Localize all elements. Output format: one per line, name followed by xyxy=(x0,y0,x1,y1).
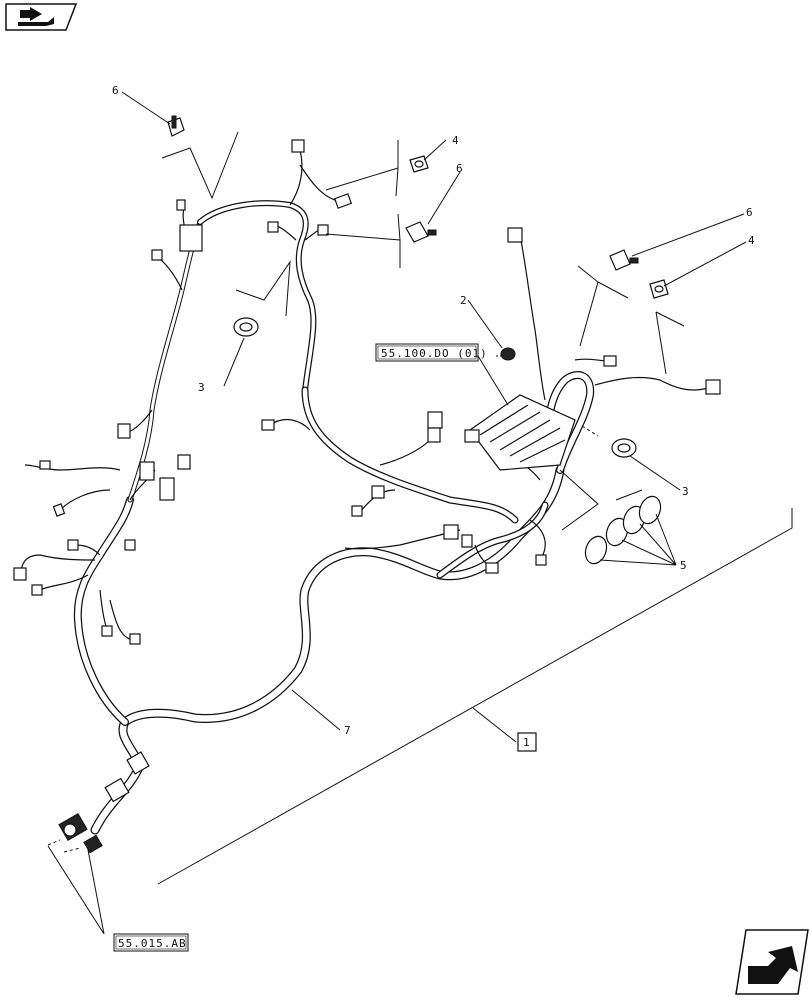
callout-3-left: 3 xyxy=(198,381,205,394)
callout-2: 2 xyxy=(460,294,467,307)
grommet-right xyxy=(611,438,637,458)
fuse-box xyxy=(464,394,576,471)
reference-55-100-do[interactable]: 55.100.DO (01) xyxy=(375,343,488,362)
callout-6-top: 6 xyxy=(112,84,119,97)
callout-labels: 6 3 4 6 2 6 4 3 5 7 1 xyxy=(112,84,755,752)
callout-6-middle: 6 xyxy=(456,162,463,175)
assembly-bracket-1 xyxy=(157,508,793,885)
callout-6-right: 6 xyxy=(746,206,753,219)
harness-connectors xyxy=(13,139,721,854)
clip-6-right xyxy=(609,249,639,271)
callout-5: 5 xyxy=(680,559,687,572)
reference-label-top: 55.100.DO (01) xyxy=(381,347,488,360)
explode-lines xyxy=(47,131,685,853)
cable-ties-5 xyxy=(584,495,662,565)
main-harness-trunk xyxy=(73,200,595,835)
main-end-connector xyxy=(58,751,150,854)
callout-leaders xyxy=(47,91,747,935)
grommet-2 xyxy=(500,347,516,361)
callout-7: 7 xyxy=(344,724,351,737)
next-page-arrow-icon[interactable] xyxy=(735,929,809,995)
callout-1-box xyxy=(517,732,537,752)
callout-3-right: 3 xyxy=(682,485,689,498)
callout-1: 1 xyxy=(523,736,530,749)
book-arrow-icon[interactable] xyxy=(5,3,78,31)
callout-4-right: 4 xyxy=(748,234,755,247)
clamp-4-right xyxy=(649,279,669,299)
reference-label-bottom: 55.015.AB xyxy=(118,937,187,950)
reference-55-015-ab[interactable]: 55.015.AB xyxy=(113,933,189,952)
branch-wires xyxy=(20,149,709,641)
clip-6-top xyxy=(167,115,185,137)
clamp-4-middle xyxy=(409,155,429,173)
callout-4-middle: 4 xyxy=(452,134,459,147)
clip-6-middle xyxy=(405,221,437,243)
grommet-left xyxy=(233,317,259,337)
